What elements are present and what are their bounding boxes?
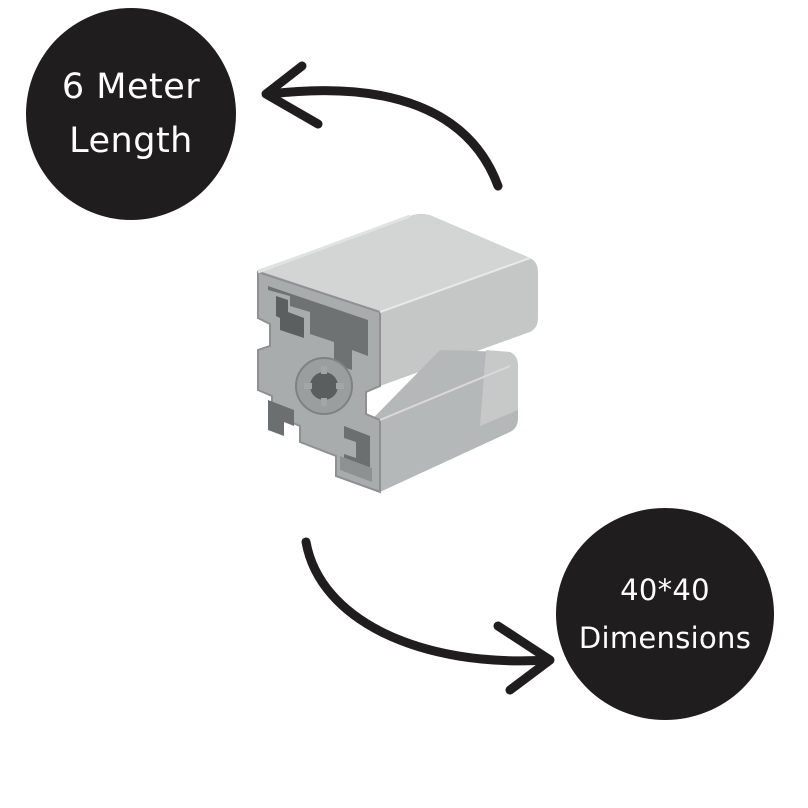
length-badge: 6 Meter Length <box>26 8 236 220</box>
length-badge-line2: Length <box>69 121 193 161</box>
dimensions-badge-line2: Dimensions <box>578 621 752 655</box>
dimensions-badge: 40*40 Dimensions <box>556 508 774 720</box>
dimensions-badge-line1: 40*40 <box>620 573 710 607</box>
length-badge-line1: 6 Meter <box>61 67 201 107</box>
aluminum-extrusion-profile-image <box>257 214 538 494</box>
